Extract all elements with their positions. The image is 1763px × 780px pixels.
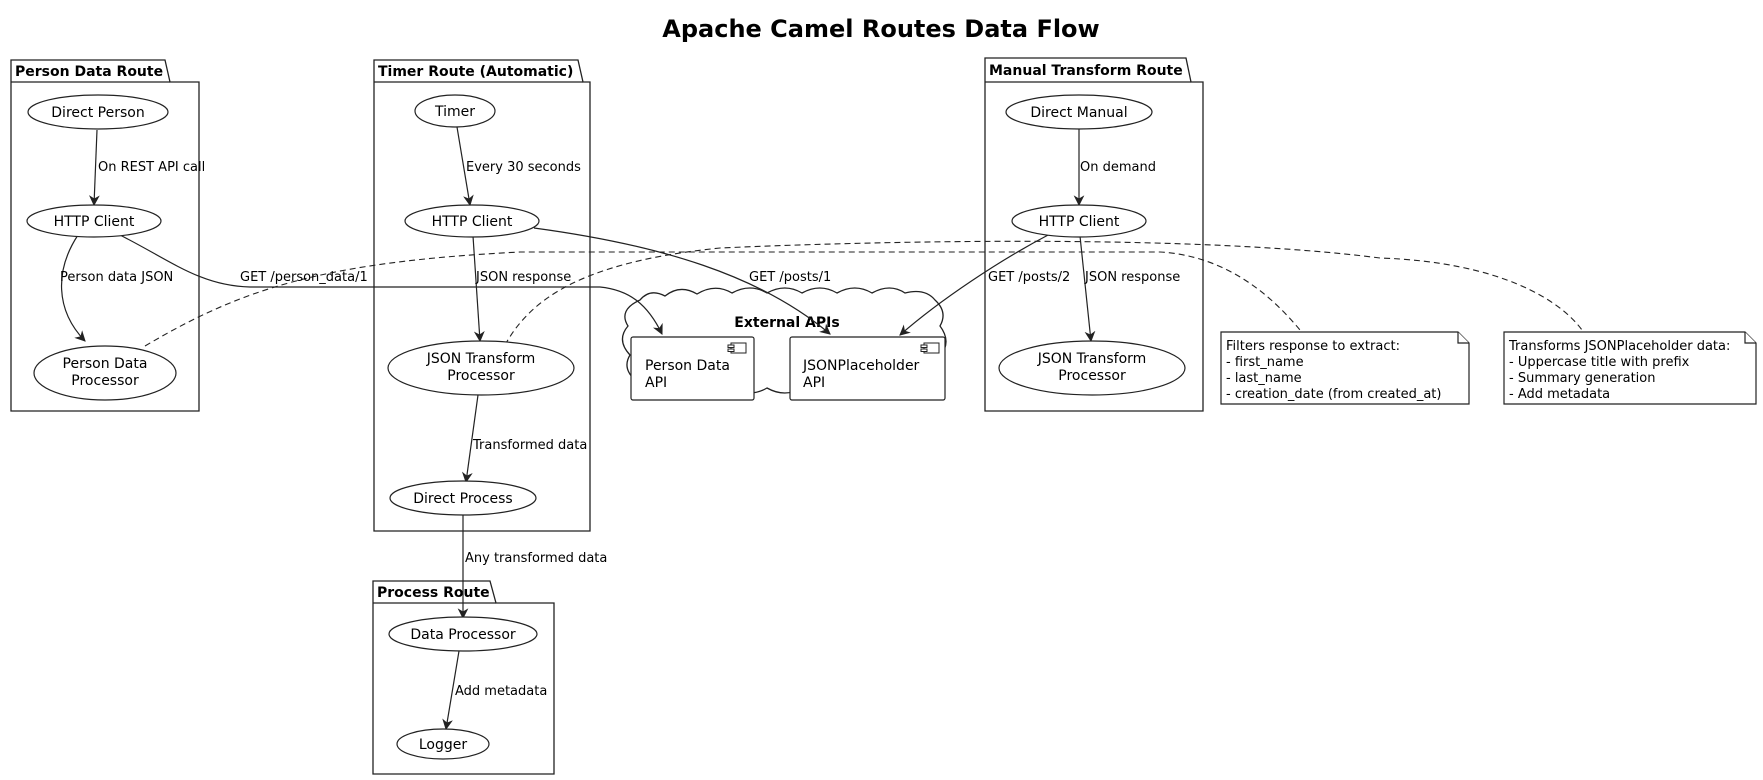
svg-text:Direct Manual: Direct Manual: [1030, 105, 1127, 121]
svg-text:Person Data: Person Data: [63, 356, 148, 372]
svg-text:- Add metadata: - Add metadata: [1509, 387, 1610, 402]
edge-label-on-rest-call: On REST API call: [98, 160, 205, 175]
svg-text:HTTP Client: HTTP Client: [54, 214, 135, 230]
cloud-label: External APIs: [734, 315, 839, 331]
svg-text:- first_name: - first_name: [1226, 355, 1304, 370]
svg-text:- Uppercase title with prefix: - Uppercase title with prefix: [1509, 355, 1690, 370]
component-jsonplaceholder-api[interactable]: JSONPlaceholder API: [789, 336, 946, 401]
edge-label-json-response-manual: JSON response: [1084, 270, 1180, 285]
svg-text:API: API: [803, 375, 825, 391]
svg-text:Timer: Timer: [434, 104, 475, 120]
node-timer[interactable]: Timer: [414, 94, 496, 128]
node-logger[interactable]: Logger: [396, 728, 490, 760]
component-icon: [727, 342, 747, 354]
svg-text:Processor: Processor: [447, 368, 515, 384]
edge-http-to-person-processor: [61, 234, 86, 342]
diagram-title: Apache Camel Routes Data Flow: [662, 15, 1099, 43]
node-direct-manual[interactable]: Direct Manual: [1005, 94, 1153, 130]
svg-text:- creation_date (from created_: - creation_date (from created_at): [1226, 387, 1441, 402]
edge-label-on-demand: On demand: [1080, 160, 1156, 175]
svg-text:Transforms JSONPlaceholder dat: Transforms JSONPlaceholder data:: [1508, 339, 1730, 354]
edge-label-every-30s: Every 30 seconds: [466, 160, 581, 175]
edge-label-transformed-data: Transformed data: [472, 438, 587, 453]
svg-text:- last_name: - last_name: [1226, 371, 1302, 386]
edge-label-person-json: Person data JSON: [60, 270, 173, 285]
svg-text:Processor: Processor: [1058, 368, 1126, 384]
component-icon: [920, 342, 940, 354]
note-link-transforms: [504, 240, 1583, 346]
edge-label-get-posts-1: GET /posts/1: [749, 270, 831, 285]
node-http-client-manual[interactable]: HTTP Client: [1011, 204, 1147, 238]
edge-direct-person-to-http: [88, 129, 100, 207]
svg-text:Person Data: Person Data: [645, 358, 730, 374]
node-person-data-processor[interactable]: Person Data Processor: [33, 345, 177, 401]
svg-text:- Summary generation: - Summary generation: [1509, 371, 1655, 386]
package-label: Manual Transform Route: [989, 63, 1183, 79]
edge-label-add-metadata: Add metadata: [455, 684, 547, 699]
note-link-filters: [144, 251, 1301, 347]
node-json-transform-processor-timer[interactable]: JSON Transform Processor: [387, 340, 575, 396]
node-direct-process[interactable]: Direct Process: [389, 480, 537, 516]
note-transforms: Transforms JSONPlaceholder data: - Upper…: [1503, 331, 1757, 405]
edge-label-any-transformed-data: Any transformed data: [465, 551, 607, 566]
edge-get-posts-1: [533, 227, 831, 335]
edge-label-get-posts-2: GET /posts/2: [988, 270, 1070, 285]
svg-text:Direct Person: Direct Person: [51, 105, 144, 121]
package-label: Process Route: [377, 585, 490, 601]
node-json-transform-processor-manual[interactable]: JSON Transform Processor: [998, 340, 1186, 396]
svg-text:JSONPlaceholder: JSONPlaceholder: [802, 358, 920, 374]
edge-timer-to-http: [456, 126, 474, 207]
package-label: Person Data Route: [15, 64, 163, 80]
edge-get-posts-2: [899, 233, 1051, 336]
svg-text:Data Processor: Data Processor: [410, 627, 516, 643]
edge-http-to-json-processor: [472, 235, 485, 343]
svg-text:JSON Transform: JSON Transform: [426, 351, 536, 367]
svg-text:JSON Transform: JSON Transform: [1037, 351, 1147, 367]
edge-json-to-direct-process: [461, 394, 479, 484]
svg-text:HTTP Client: HTTP Client: [432, 214, 513, 230]
edge-http-to-json-processor-manual: [1079, 235, 1096, 343]
node-data-processor[interactable]: Data Processor: [388, 616, 538, 652]
edge-get-person-data: [117, 233, 663, 335]
svg-text:Logger: Logger: [419, 737, 468, 753]
package-timer-route: Timer Route (Automatic): [373, 59, 591, 532]
edge-data-processor-to-logger: [442, 650, 460, 731]
svg-text:Direct Process: Direct Process: [413, 491, 512, 507]
svg-text:Filters response to extract:: Filters response to extract:: [1226, 339, 1400, 354]
edge-label-json-response: JSON response: [475, 270, 571, 285]
node-direct-person[interactable]: Direct Person: [27, 94, 169, 130]
note-filters: Filters response to extract: - first_nam…: [1220, 331, 1470, 405]
node-http-client-person[interactable]: HTTP Client: [26, 204, 162, 238]
svg-text:HTTP Client: HTTP Client: [1039, 214, 1120, 230]
edge-label-get-person: GET /person_data/1: [240, 270, 368, 285]
component-person-data-api[interactable]: Person Data API: [630, 336, 755, 401]
package-label: Timer Route (Automatic): [378, 64, 573, 80]
svg-text:Processor: Processor: [71, 373, 139, 389]
svg-text:API: API: [645, 375, 667, 391]
node-http-client-timer[interactable]: HTTP Client: [404, 204, 540, 238]
